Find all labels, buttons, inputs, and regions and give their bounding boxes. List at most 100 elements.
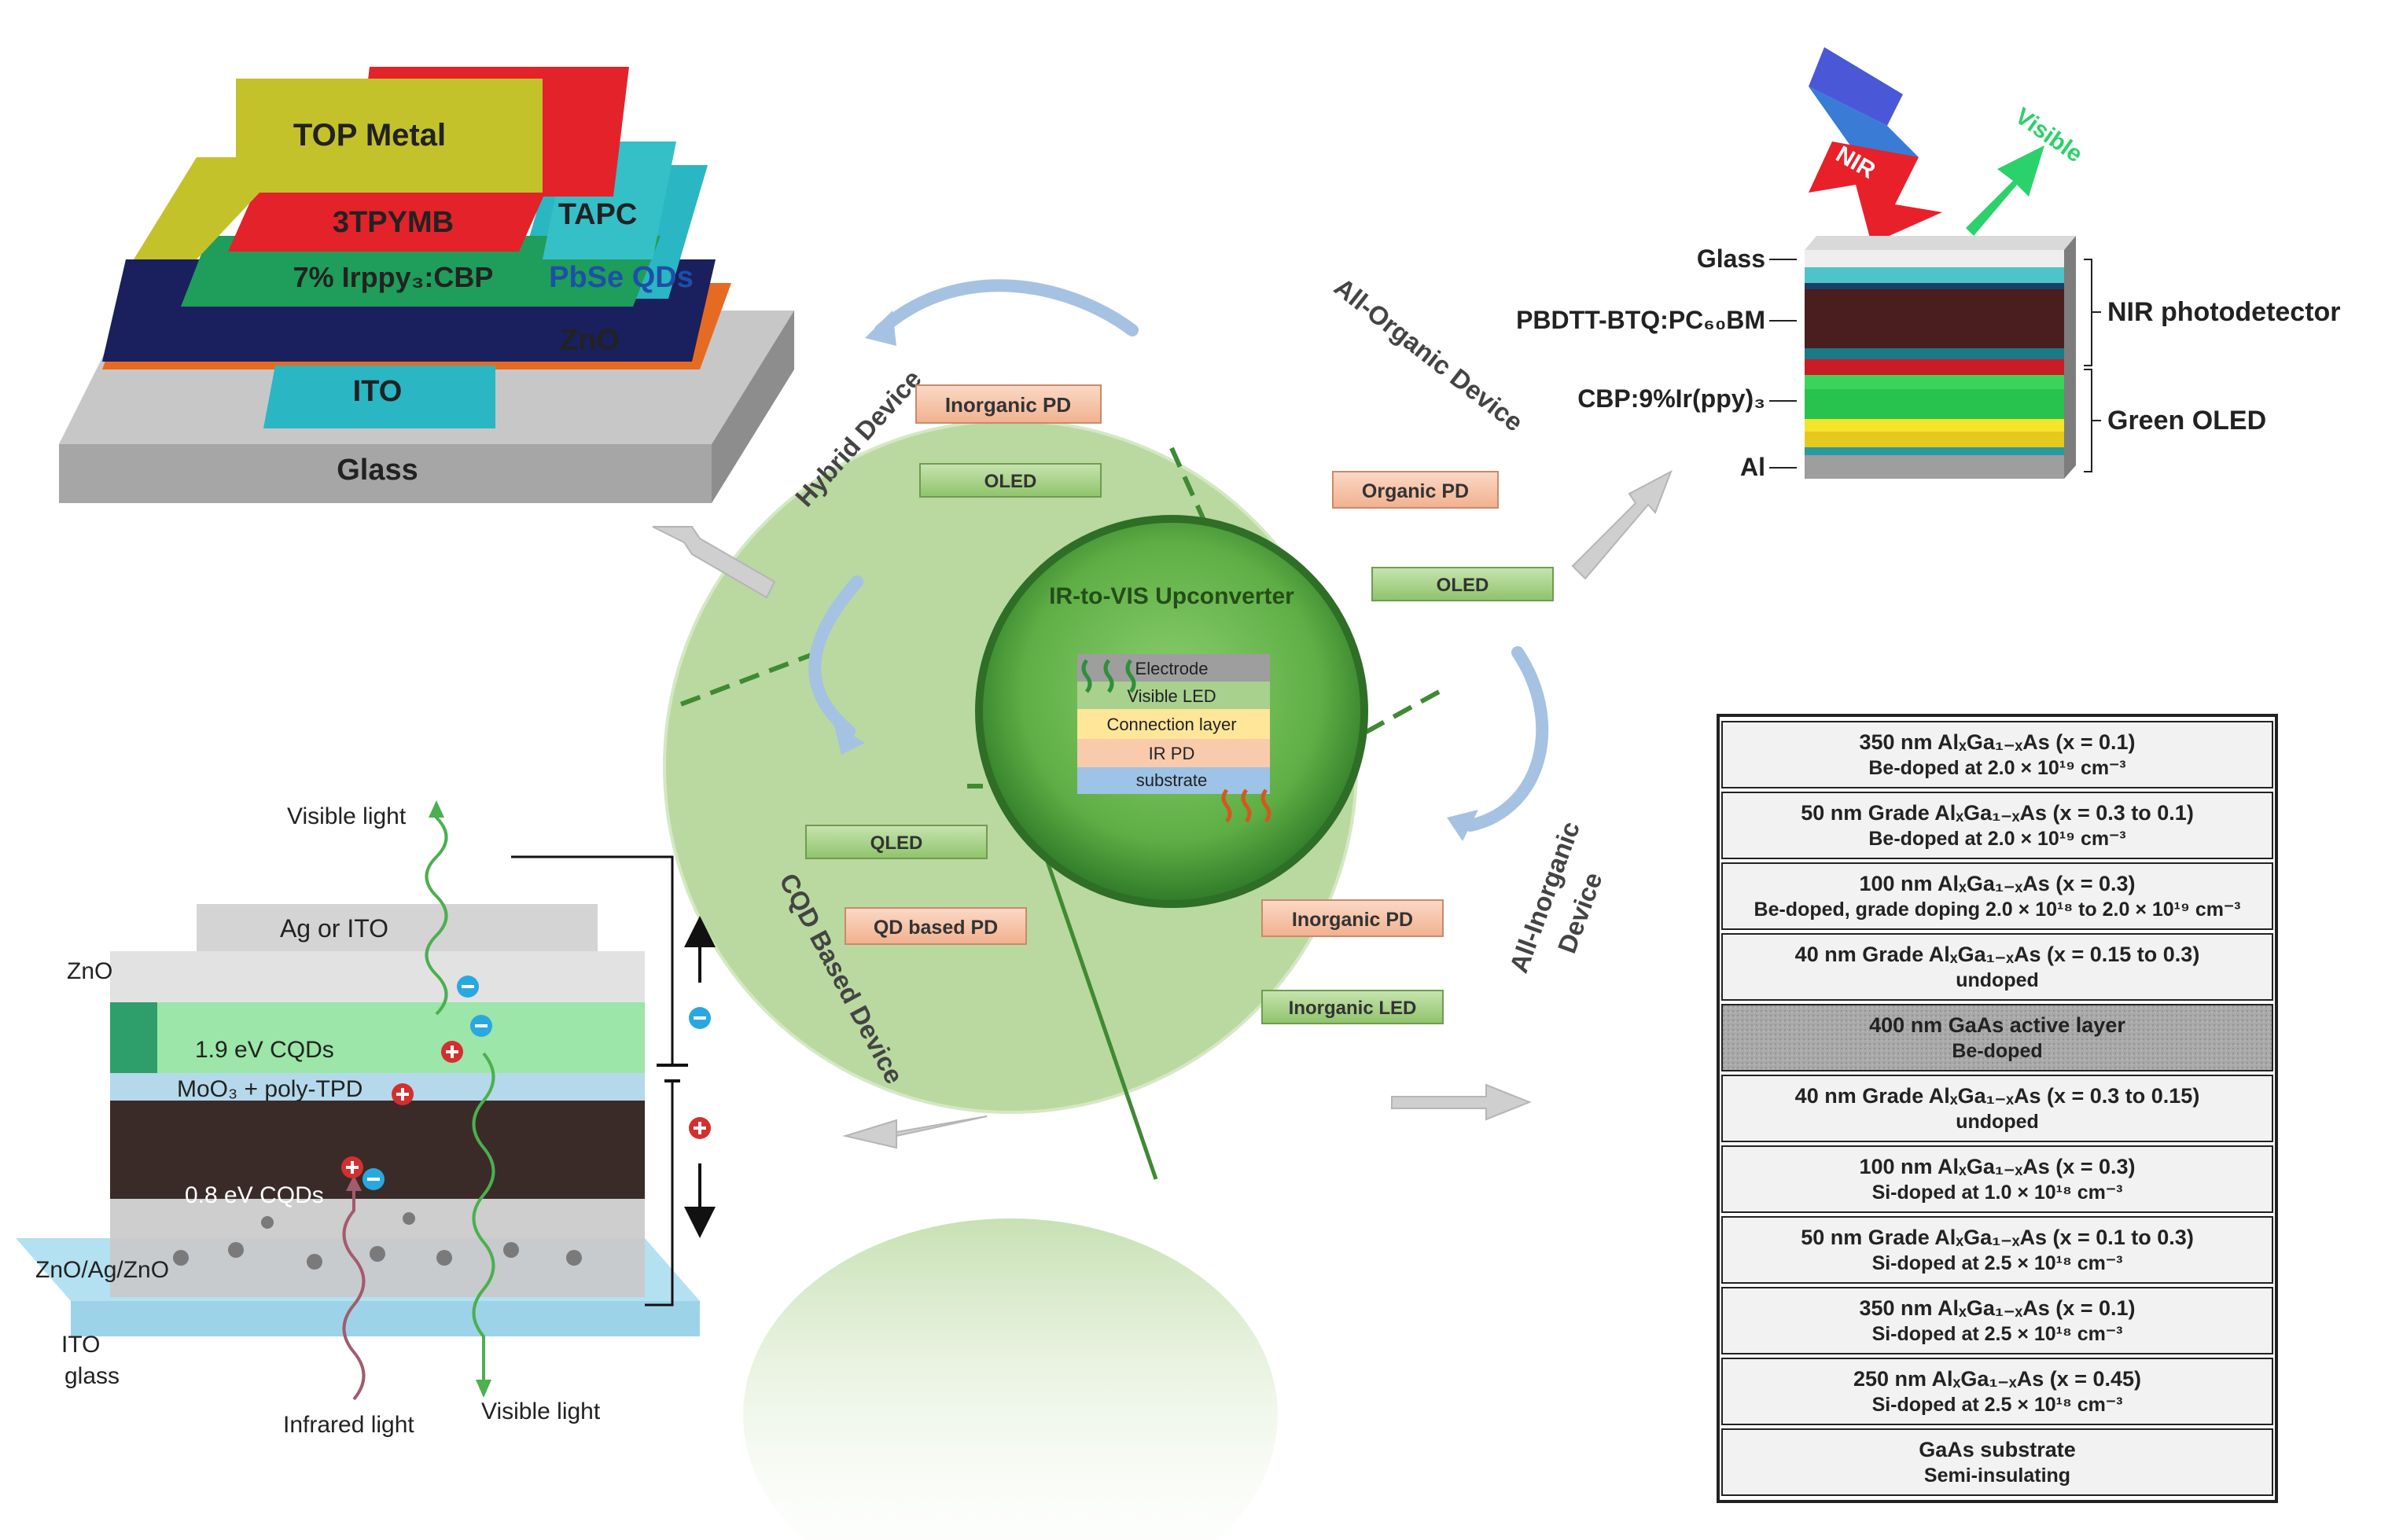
stack-layer-label: substrate xyxy=(1136,770,1208,790)
cqd-label: ZnO xyxy=(67,958,112,984)
epi-layer-row xyxy=(1721,1004,2273,1071)
epi-layer-row xyxy=(1721,1287,2273,1354)
cqd-label: 0.8 eV CQDs xyxy=(185,1182,324,1208)
upconverter-title: IR-to-VIS Upconverter xyxy=(1049,583,1294,609)
light-label: Visible light xyxy=(287,803,407,829)
circle-reflection xyxy=(743,1218,1278,1540)
hybrid-layer-label: Glass xyxy=(337,454,418,487)
organic-label-pbdtt: PBDTT-BTQ:PC₆₀BM xyxy=(1516,306,1765,334)
epi-layer-title: 40 nm Grade AlₓGa₁₋ₓAs (x = 0.3 to 0.15) xyxy=(1795,1084,2200,1108)
component-label: Organic PD xyxy=(1362,480,1469,502)
moo3-layer xyxy=(110,1073,645,1101)
organic-label-glass: Glass xyxy=(1697,244,1765,273)
epi-layer-title: 50 nm Grade AlₓGa₁₋ₓAs (x = 0.1 to 0.3) xyxy=(1801,1226,2194,1249)
hybrid-layer-label: ZnO xyxy=(560,324,620,357)
arrow-head xyxy=(1447,810,1478,841)
epi-layer-row xyxy=(1721,1216,2273,1284)
epi-layer-title: 350 nm AlₓGa₁₋ₓAs (x = 0.1) xyxy=(1859,730,2135,754)
epi-layer-row xyxy=(1721,1075,2273,1142)
component-box-inorganic-led: Inorganic LED xyxy=(1261,990,1444,1024)
hybrid-layer-label: PbSe QDs xyxy=(549,261,694,294)
epi-layer-title: 350 nm AlₓGa₁₋ₓAs (x = 0.1) xyxy=(1859,1296,2135,1320)
cqd-label: glass xyxy=(64,1363,120,1389)
epi-layer-title: 100 nm AlₓGa₁₋ₓAs (x = 0.3) xyxy=(1859,1155,2135,1178)
epi-layer-title: 250 nm AlₓGa₁₋ₓAs (x = 0.45) xyxy=(1853,1367,2141,1391)
component-label: OLED xyxy=(1437,575,1489,596)
epi-layer-doping: Be-doped at 2.0 × 10¹⁹ cm⁻³ xyxy=(1868,757,2125,779)
arrow-head xyxy=(834,723,865,755)
hybrid-layer-label: TOP Metal xyxy=(293,118,446,153)
epi-layer-row xyxy=(1721,1428,2273,1496)
zno-layer xyxy=(110,951,645,1002)
cbp-layer xyxy=(1805,389,2064,419)
component-box-cqd-pd: QD based PD xyxy=(845,907,1027,945)
irppy-layer xyxy=(181,236,661,307)
organic-label-al: Al xyxy=(1740,453,1765,481)
epi-layer-row xyxy=(1721,1358,2273,1425)
divider-line xyxy=(671,650,819,710)
cqd-device-stack: Ag or ITO ZnO 1.9 eV CQDs MoO₃ + poly-TP… xyxy=(16,800,716,1438)
hybrid-layer-label: 3TPYMB xyxy=(333,206,454,239)
epi-layer-doping: Si-doped at 1.0 × 10¹⁸ cm⁻³ xyxy=(1872,1182,2123,1204)
visible-arrow: Visible xyxy=(1966,103,2087,236)
epi-layer-doping: undoped xyxy=(1956,969,2039,991)
upconverter-stack: Electrode Visible LED Connection layer I… xyxy=(1077,654,1271,823)
circuit-wire xyxy=(511,855,674,1307)
organic-group-oled: Green OLED xyxy=(2107,406,2266,436)
visible-light-wave-up xyxy=(425,810,448,1016)
organic-group-nir: NIR photodetector xyxy=(2107,297,2341,327)
cycle-arrow xyxy=(874,279,1139,336)
light-label: Infrared light xyxy=(283,1412,414,1438)
connector-arrow xyxy=(1391,1083,1532,1121)
connector-arrow xyxy=(842,1115,988,1149)
cqd-label: ITO xyxy=(61,1332,100,1358)
ag-ito-layer xyxy=(197,904,598,951)
epi-layer-row xyxy=(1721,792,2273,859)
epi-layer-title: 400 nm GaAs active layer xyxy=(1869,1013,2125,1037)
connector-arrow xyxy=(1571,469,1673,580)
central-circle-group: Hybrid Device All-Organic Device All-Ino… xyxy=(663,272,1608,1540)
connector-arrow xyxy=(652,526,776,599)
epi-layer-title: 40 nm Grade AlₓGa₁₋ₓAs (x = 0.15 to 0.3) xyxy=(1795,943,2200,966)
charge-carriers xyxy=(341,976,711,1190)
organic-label-cbp: CBP:9%Ir(ppy)₃ xyxy=(1577,384,1765,413)
component-label: Inorganic PD xyxy=(1292,909,1413,931)
cycle-arrow xyxy=(1464,646,1549,832)
bracket-nir xyxy=(2084,259,2101,366)
cqd-19-layer xyxy=(110,1002,645,1073)
epi-layer-doping: undoped xyxy=(1956,1111,2039,1133)
cycle-arrow xyxy=(808,575,863,737)
epi-layer-doping: Si-doped at 2.5 × 10¹⁸ cm⁻³ xyxy=(1872,1252,2123,1274)
al-layer xyxy=(1805,455,2064,479)
stack-layer-label: Connection layer xyxy=(1106,715,1236,734)
arrow-head xyxy=(865,311,896,346)
epi-layer-doping: Be-doped, grade doping 2.0 × 10¹⁸ to 2.0… xyxy=(1754,899,2241,921)
ito-layer xyxy=(263,366,495,428)
component-label: OLED xyxy=(984,471,1037,492)
hybrid-layer-label: 7% Irppy₃:CBP xyxy=(293,261,494,293)
visible-light-wave-down xyxy=(472,1052,495,1384)
category-title-organic: All-Organic Device xyxy=(1329,272,1529,437)
epi-layer-row xyxy=(1721,1145,2273,1213)
epi-layer-title: GaAs substrate xyxy=(1919,1438,2076,1461)
3tpymb-layer xyxy=(228,181,550,252)
epi-layer-title: 100 nm AlₓGa₁₋ₓAs (x = 0.3) xyxy=(1859,872,2135,895)
component-label: QLED xyxy=(870,832,923,854)
organic-device-stack: NIR Visible Glass PBDTT-BTQ:PC₆₀BM CBP:9… xyxy=(1516,47,2341,481)
component-box-organic-pd: Organic PD xyxy=(1332,471,1499,509)
component-label: Inorganic PD xyxy=(945,393,1071,417)
epi-layer-row xyxy=(1721,721,2273,788)
epi-layer-doping: Be-doped xyxy=(1952,1040,2042,1062)
epi-layer-doping: Si-doped at 2.5 × 10¹⁸ cm⁻³ xyxy=(1872,1394,2123,1416)
component-label: QD based PD xyxy=(874,917,998,939)
epi-layer-doping: Si-doped at 2.5 × 10¹⁸ cm⁻³ xyxy=(1872,1323,2123,1345)
ag-particles xyxy=(173,1212,582,1270)
component-box-cqd-qled: QLED xyxy=(805,825,988,859)
cqd-label: ZnO/Ag/ZnO xyxy=(35,1257,169,1283)
pbdtt-layer xyxy=(1805,289,2064,348)
epi-layer-doping: Semi-insulating xyxy=(1924,1465,2070,1487)
top-metal-layer xyxy=(134,79,543,259)
stack-layer-label: IR PD xyxy=(1149,744,1195,763)
glass-layer-side xyxy=(712,311,794,503)
